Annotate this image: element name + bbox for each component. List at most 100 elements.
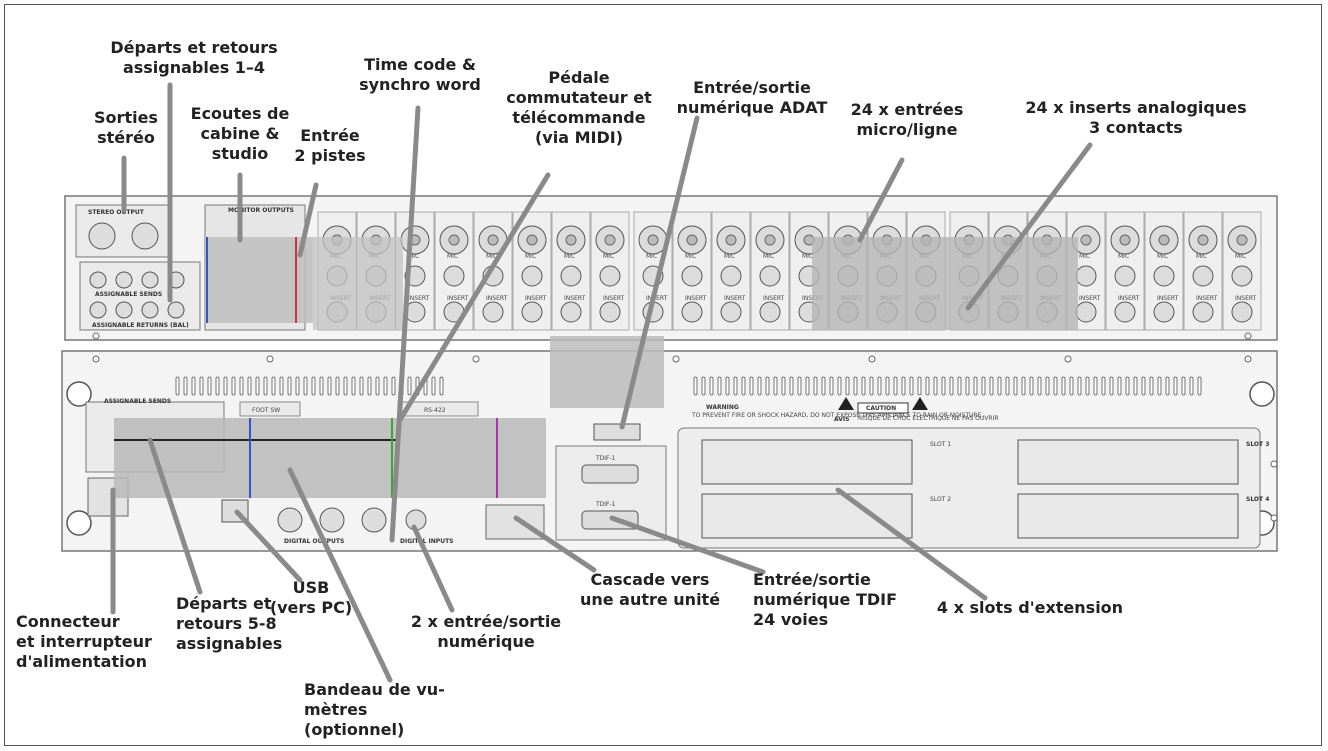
callout-adat-io: Entrée/sortie numérique ADAT [676, 78, 828, 117]
callout-stereo-outputs: Sorties stéréo [94, 108, 158, 147]
figure-border [4, 4, 1322, 746]
insert-label: INSERT [486, 295, 508, 302]
xlr-right [131, 222, 159, 250]
assignable-returns-label: ASSIGNABLE RETURNS (BAL) [92, 322, 189, 329]
mic-label: MIC [564, 253, 575, 260]
callout-assign-sends-1-4: Départs et retours assignables 1–4 [110, 38, 278, 77]
assignable-sends-label-2: ASSIGNABLE SENDS [104, 398, 171, 405]
mic-label: MIC [724, 253, 735, 260]
caution-label: CAUTION [866, 405, 896, 412]
slot4-label: SLOT 4 [1246, 496, 1269, 503]
warning-title: WARNING [706, 404, 739, 411]
channel-blurred-area [812, 237, 1078, 330]
tdif-port-1 [581, 464, 639, 484]
ventilation-slots [175, 376, 1202, 396]
rack-screw-tr [1249, 381, 1275, 407]
mic-label: MIC [1079, 253, 1090, 260]
channel-strip: MIC INSERT [1144, 211, 1184, 331]
callout-pedal-remote: Pédale commutateur et télécommande (via … [506, 68, 652, 147]
channel-strip: MIC INSERT [633, 211, 673, 331]
mic-label: MIC [408, 253, 419, 260]
callout-two-track-in: Entrée 2 pistes [294, 126, 366, 165]
slot2-label: SLOT 2 [930, 496, 951, 503]
mic-label: MIC [646, 253, 657, 260]
callout-tdif-io: Entrée/sortie numérique TDIF 24 voies [753, 570, 898, 629]
channel-strip: MIC INSERT [1105, 211, 1145, 331]
insert-label: INSERT [1157, 295, 1179, 302]
digital-inputs-label: DIGITAL INPUTS [400, 538, 454, 545]
monitor-outputs-label: MONITOR OUTPUTS [228, 207, 294, 214]
callout-assign-sends-5-8: Départs et retours 5-8 assignables [176, 594, 283, 653]
callout-usb: USB (vers PC) [269, 578, 353, 617]
avis-text: RISQUE DE CHOC ELECTRIQUE NE PAS OUVRIR [858, 415, 999, 422]
rack-screw-tl [66, 381, 92, 407]
top-unit: STEREO OUTPUT ASSIGNABLE SENDS ASSIGNABL… [64, 195, 1278, 341]
callout-digital-io-2x: 2 x entrée/sortie numérique [410, 612, 562, 651]
insert-label: INSERT [1235, 295, 1257, 302]
xlr-left [88, 222, 116, 250]
stereo-output-label: STEREO OUTPUT [88, 209, 145, 216]
mic-label: MIC [685, 253, 696, 260]
bottom-unit: ASSIGNABLE SENDS FOOT SW RS-422 DIGITAL … [61, 336, 1278, 552]
mic-label: MIC [486, 253, 497, 260]
callout-analog-inserts: 24 x inserts analogiques 3 contacts [1025, 98, 1247, 137]
slot-1 [701, 439, 913, 485]
slot-3 [1017, 439, 1239, 485]
warning-text: TO PREVENT FIRE OR SHOCK HAZARD, DO NOT … [691, 412, 983, 419]
insert-label: INSERT [564, 295, 586, 302]
mic-label: MIC [525, 253, 536, 260]
mic-label: MIC [447, 253, 458, 260]
adat-blurred-area [550, 336, 664, 408]
mic-label: MIC [1235, 253, 1246, 260]
callout-expansion-slots: 4 x slots d'extension [936, 598, 1124, 617]
channel-strip: MIC INSERT [473, 211, 513, 331]
insert-label: INSERT [447, 295, 469, 302]
caution-triangle-right [912, 397, 928, 410]
insert-label: INSERT [525, 295, 547, 302]
insert-label: INSERT [408, 295, 430, 302]
channel-strip: MIC INSERT [711, 211, 751, 331]
channel-strip: MIC INSERT [1222, 211, 1262, 331]
mic-label: MIC [802, 253, 813, 260]
rs422-label: RS-422 [424, 407, 446, 414]
callout-power: Connecteur et interrupteur d'alimentatio… [16, 612, 152, 671]
mic-label: MIC [1118, 253, 1129, 260]
channel-strip: MIC INSERT [672, 211, 712, 331]
slot-4 [1017, 493, 1239, 539]
chassis-holes [92, 355, 1252, 363]
channel-strip: MIC INSERT [750, 211, 790, 331]
mic-label: MIC [763, 253, 774, 260]
callout-meter-bridge: Bandeau de vu-mètres (optionnel) [304, 680, 445, 739]
mic-label: MIC [1196, 253, 1207, 260]
timecode-blurred-area [313, 237, 403, 330]
insert-label: INSERT [1118, 295, 1140, 302]
insert-label: INSERT [685, 295, 707, 302]
bottom-blurred-area [114, 418, 546, 498]
rack-screw-bl [66, 510, 92, 536]
mic-label: MIC [1157, 253, 1168, 260]
callout-cabin-monitor: Ecoutes de cabine & studio [190, 104, 290, 163]
slot1-label: SLOT 1 [930, 441, 951, 448]
callout-mic-line-inputs: 24 x entrées micro/ligne [850, 100, 964, 139]
callout-timecode-word: Time code & synchro word [359, 55, 481, 94]
tdif2-label: TDIF-1 [595, 501, 616, 508]
callout-cascade: Cascade vers une autre unité [579, 570, 721, 609]
leader-lines [110, 82, 1093, 683]
caution-triangle-left [838, 397, 854, 410]
insert-label: INSERT [724, 295, 746, 302]
avis-label: AVIS [834, 416, 849, 423]
insert-label: INSERT [1079, 295, 1101, 302]
insert-label: INSERT [603, 295, 625, 302]
assignable-sends-label: ASSIGNABLE SENDS [95, 291, 162, 298]
channel-strip: MIC INSERT [512, 211, 552, 331]
slot3-label: SLOT 3 [1246, 441, 1269, 448]
insert-label: INSERT [646, 295, 668, 302]
adat-ports [593, 423, 641, 441]
insert-label: INSERT [763, 295, 785, 302]
cascade-port [485, 504, 545, 540]
channel-strip: MIC INSERT [551, 211, 591, 331]
